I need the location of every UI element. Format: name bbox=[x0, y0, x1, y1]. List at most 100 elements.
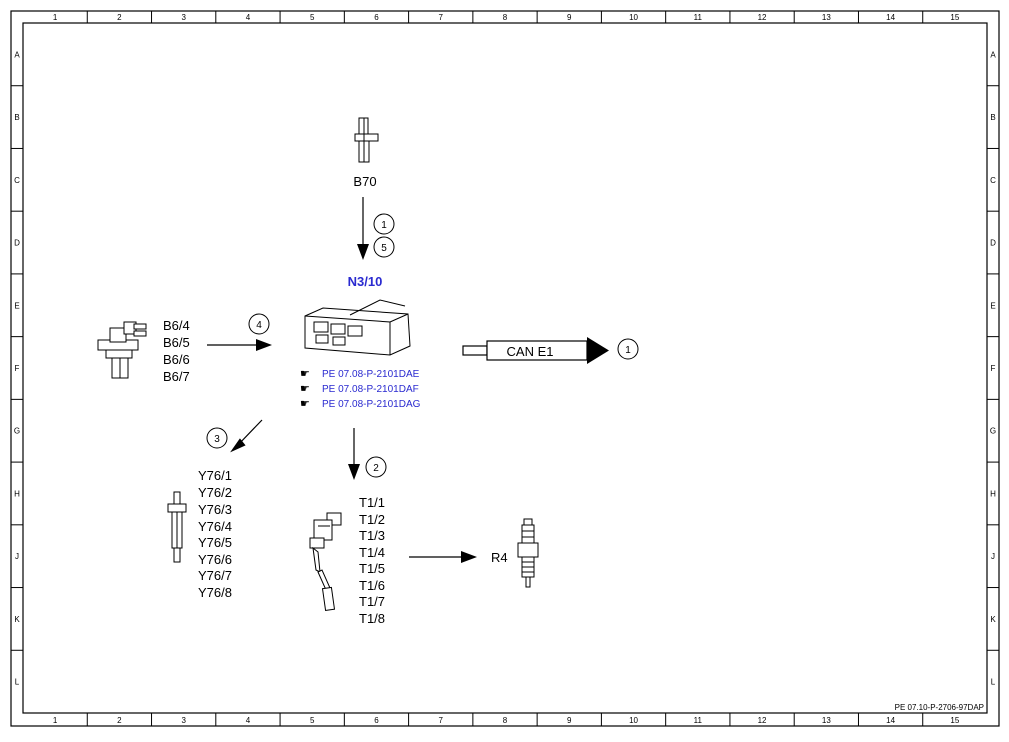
column-label-top: 11 bbox=[694, 13, 703, 22]
can-label: CAN E1 bbox=[507, 344, 554, 359]
svg-text:T1/7: T1/7 bbox=[359, 594, 385, 609]
svg-text:5: 5 bbox=[381, 243, 387, 254]
y76-label-group: Y76/1 Y76/2 Y76/3 Y76/4 Y76/5 Y76/6 Y76/… bbox=[198, 468, 232, 600]
reference-link-2[interactable]: ☛ PE 07.08-P-2101DAF bbox=[300, 383, 419, 395]
n310-to-y76-arrow bbox=[230, 419, 263, 453]
column-label-top: 13 bbox=[822, 13, 831, 22]
hand-pointer-icon: ☛ bbox=[300, 398, 310, 410]
svg-text:T1/1: T1/1 bbox=[359, 495, 385, 510]
column-label-bottom: 14 bbox=[886, 716, 895, 725]
svg-text:T1/2: T1/2 bbox=[359, 512, 385, 527]
column-label-top: 3 bbox=[181, 13, 186, 22]
row-label-right: D bbox=[990, 239, 996, 248]
svg-text:PE 07.08-P-2101DAG[interactable]: PE 07.08-P-2101DAG bbox=[322, 399, 421, 410]
t1-label-group: T1/1 T1/2 T1/3 T1/4 T1/5 T1/6 T1/7 T1/8 bbox=[359, 495, 385, 626]
column-label-bottom: 11 bbox=[694, 716, 703, 725]
svg-text:2: 2 bbox=[373, 463, 379, 474]
row-label-right: A bbox=[990, 50, 996, 59]
column-label-top: 10 bbox=[629, 13, 638, 22]
row-label-right: E bbox=[990, 301, 995, 310]
svg-text:B6/7: B6/7 bbox=[163, 369, 190, 384]
svg-text:Y76/3: Y76/3 bbox=[198, 502, 232, 517]
svg-text:Y76/2: Y76/2 bbox=[198, 485, 232, 500]
svg-text:T1/4: T1/4 bbox=[359, 545, 385, 560]
row-label-left: B bbox=[14, 113, 19, 122]
column-label-top: 15 bbox=[950, 13, 959, 22]
svg-text:Y76/5: Y76/5 bbox=[198, 535, 232, 550]
svg-text:T1/6: T1/6 bbox=[359, 578, 385, 593]
column-label-bottom: 3 bbox=[181, 716, 186, 725]
row-label-right: L bbox=[991, 678, 996, 687]
column-label-bottom: 9 bbox=[567, 716, 572, 725]
callout-coil-2: 2 bbox=[365, 456, 387, 478]
callout-injector-3: 3 bbox=[206, 427, 228, 449]
ignition-coil-icon bbox=[309, 512, 342, 612]
column-label-bottom: 12 bbox=[758, 716, 767, 725]
svg-text:B6/6: B6/6 bbox=[163, 352, 190, 367]
hand-pointer-icon: ☛ bbox=[300, 383, 310, 395]
svg-text:T1/3: T1/3 bbox=[359, 528, 385, 543]
svg-text:Y76/6: Y76/6 bbox=[198, 552, 232, 567]
row-label-left: E bbox=[14, 301, 19, 310]
column-label-top: 8 bbox=[503, 13, 508, 22]
svg-text:Y76/4: Y76/4 bbox=[198, 519, 232, 534]
reference-link-1[interactable]: ☛ PE 07.08-P-2101DAE bbox=[300, 368, 420, 380]
svg-text:PE 07.08-P-2101DAF[interactable]: PE 07.08-P-2101DAF bbox=[322, 384, 419, 395]
injector-icon bbox=[167, 491, 187, 563]
b6-label-group: B6/4 B6/5 B6/6 B6/7 bbox=[163, 318, 190, 384]
row-label-left: H bbox=[14, 489, 20, 498]
svg-text:3: 3 bbox=[214, 434, 220, 445]
row-label-right: H bbox=[990, 489, 996, 498]
row-label-left: K bbox=[14, 615, 20, 624]
column-label-top: 7 bbox=[439, 13, 444, 22]
svg-text:1: 1 bbox=[381, 220, 387, 231]
column-label-bottom: 13 bbox=[822, 716, 831, 725]
row-label-left: F bbox=[15, 364, 20, 373]
n310-label: N3/10 bbox=[348, 274, 383, 289]
callout-b70-5: 5 bbox=[373, 236, 395, 258]
row-label-left: D bbox=[14, 239, 20, 248]
column-label-top: 2 bbox=[117, 13, 122, 22]
svg-text:B6/5: B6/5 bbox=[163, 335, 190, 350]
callout-can-1: 1 bbox=[617, 338, 639, 360]
column-label-top: 6 bbox=[374, 13, 379, 22]
row-label-left: J bbox=[15, 552, 19, 561]
t1-to-r4-arrow bbox=[409, 551, 477, 563]
svg-text:T1/5: T1/5 bbox=[359, 561, 385, 576]
row-label-right: C bbox=[990, 176, 996, 185]
row-label-right: J bbox=[991, 552, 995, 561]
column-label-top: 5 bbox=[310, 13, 315, 22]
drawing-frame: 1122334455667788991010111112121313141415… bbox=[10, 10, 1000, 727]
n310-to-t1-arrow bbox=[348, 428, 360, 480]
r4-label: R4 bbox=[491, 550, 508, 565]
svg-text:B6/4: B6/4 bbox=[163, 318, 190, 333]
column-label-top: 14 bbox=[886, 13, 895, 22]
svg-text:T1/8: T1/8 bbox=[359, 611, 385, 626]
row-label-left: L bbox=[15, 678, 20, 687]
b70-to-n310-arrow bbox=[357, 197, 369, 260]
row-label-left: C bbox=[14, 176, 20, 185]
column-label-top: 12 bbox=[758, 13, 767, 22]
row-label-right: B bbox=[990, 113, 995, 122]
column-label-bottom: 6 bbox=[374, 716, 379, 725]
row-label-right: G bbox=[990, 427, 996, 436]
b6-to-n310-arrow bbox=[207, 339, 272, 351]
column-label-top: 9 bbox=[567, 13, 572, 22]
column-label-bottom: 7 bbox=[439, 716, 444, 725]
document-reference: PE 07.10-P-2706-97DAP bbox=[895, 703, 984, 712]
reference-link-3[interactable]: ☛ PE 07.08-P-2101DAG bbox=[300, 398, 421, 410]
column-label-bottom: 10 bbox=[629, 716, 638, 725]
column-label-top: 1 bbox=[53, 13, 58, 22]
column-ruler: 1122334455667788991010111112121313141415… bbox=[53, 11, 960, 726]
row-label-right: F bbox=[991, 364, 996, 373]
column-label-top: 4 bbox=[246, 13, 251, 22]
svg-text:PE 07.08-P-2101DAE[interactable]: PE 07.08-P-2101DAE bbox=[322, 369, 420, 380]
b70-label: B70 bbox=[353, 174, 376, 189]
svg-text:Y76/8: Y76/8 bbox=[198, 585, 232, 600]
b6-sensor-icon bbox=[97, 321, 147, 379]
svg-text:Y76/1: Y76/1 bbox=[198, 468, 232, 483]
row-label-left: A bbox=[14, 50, 20, 59]
callout-cmp-4: 4 bbox=[248, 313, 270, 335]
